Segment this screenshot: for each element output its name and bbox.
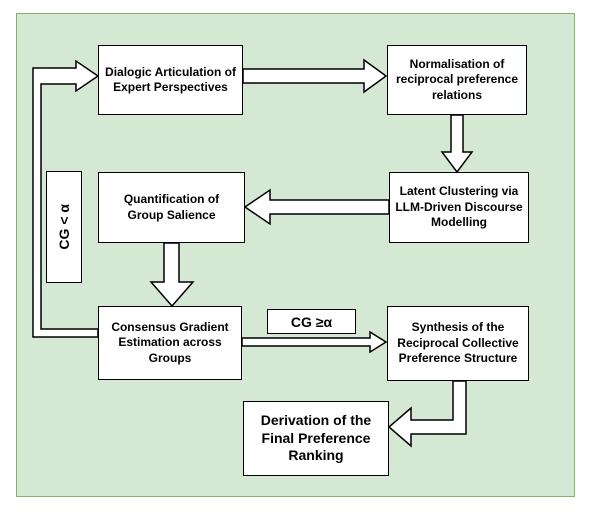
node-dialogic-articulation: Dialogic Articulation of Expert Perspect… (98, 45, 243, 115)
node-normalisation: Normalisation of reciprocal preference r… (387, 45, 527, 115)
node-dialogic-articulation-label: Dialogic Articulation of Expert Perspect… (105, 64, 236, 94)
node-synthesis: Synthesis of the Reciprocal Collective P… (387, 306, 529, 381)
node-consensus-gradient-label: Consensus Gradient Estimation across Gro… (111, 319, 229, 365)
node-normalisation-label: Normalisation of reciprocal preference r… (395, 56, 519, 102)
node-derivation-label: Derivation of the Final Preference Ranki… (260, 411, 372, 464)
node-quantification-label: Quantification of Group Salience (123, 192, 220, 222)
node-derivation: Derivation of the Final Preference Ranki… (243, 401, 389, 476)
feedback-loop-arrow (32, 59, 100, 338)
condition-loop-back-text: CG < α (56, 204, 72, 250)
node-latent-clustering-label: Latent Clustering via LLM-Driven Discour… (395, 184, 523, 230)
condition-label-loop-back: CG < α (46, 171, 82, 283)
node-quantification: Quantification of Group Salience (98, 172, 245, 243)
arrow-quantification-to-consensus (149, 242, 195, 308)
node-consensus-gradient: Consensus Gradient Estimation across Gro… (98, 306, 242, 380)
arrow-latent-to-quantification (243, 188, 390, 226)
arrow-dialogic-to-normalisation (242, 58, 388, 94)
condition-label-proceed: CG ≥α (267, 309, 356, 334)
arrow-normalisation-to-latent (440, 114, 474, 174)
arrow-consensus-to-synthesis (241, 330, 388, 354)
arrow-synthesis-to-derivation (387, 380, 467, 448)
condition-proceed-text: CG ≥α (290, 313, 333, 330)
node-latent-clustering: Latent Clustering via LLM-Driven Discour… (389, 172, 529, 243)
node-synthesis-label: Synthesis of the Reciprocal Collective P… (397, 320, 519, 366)
